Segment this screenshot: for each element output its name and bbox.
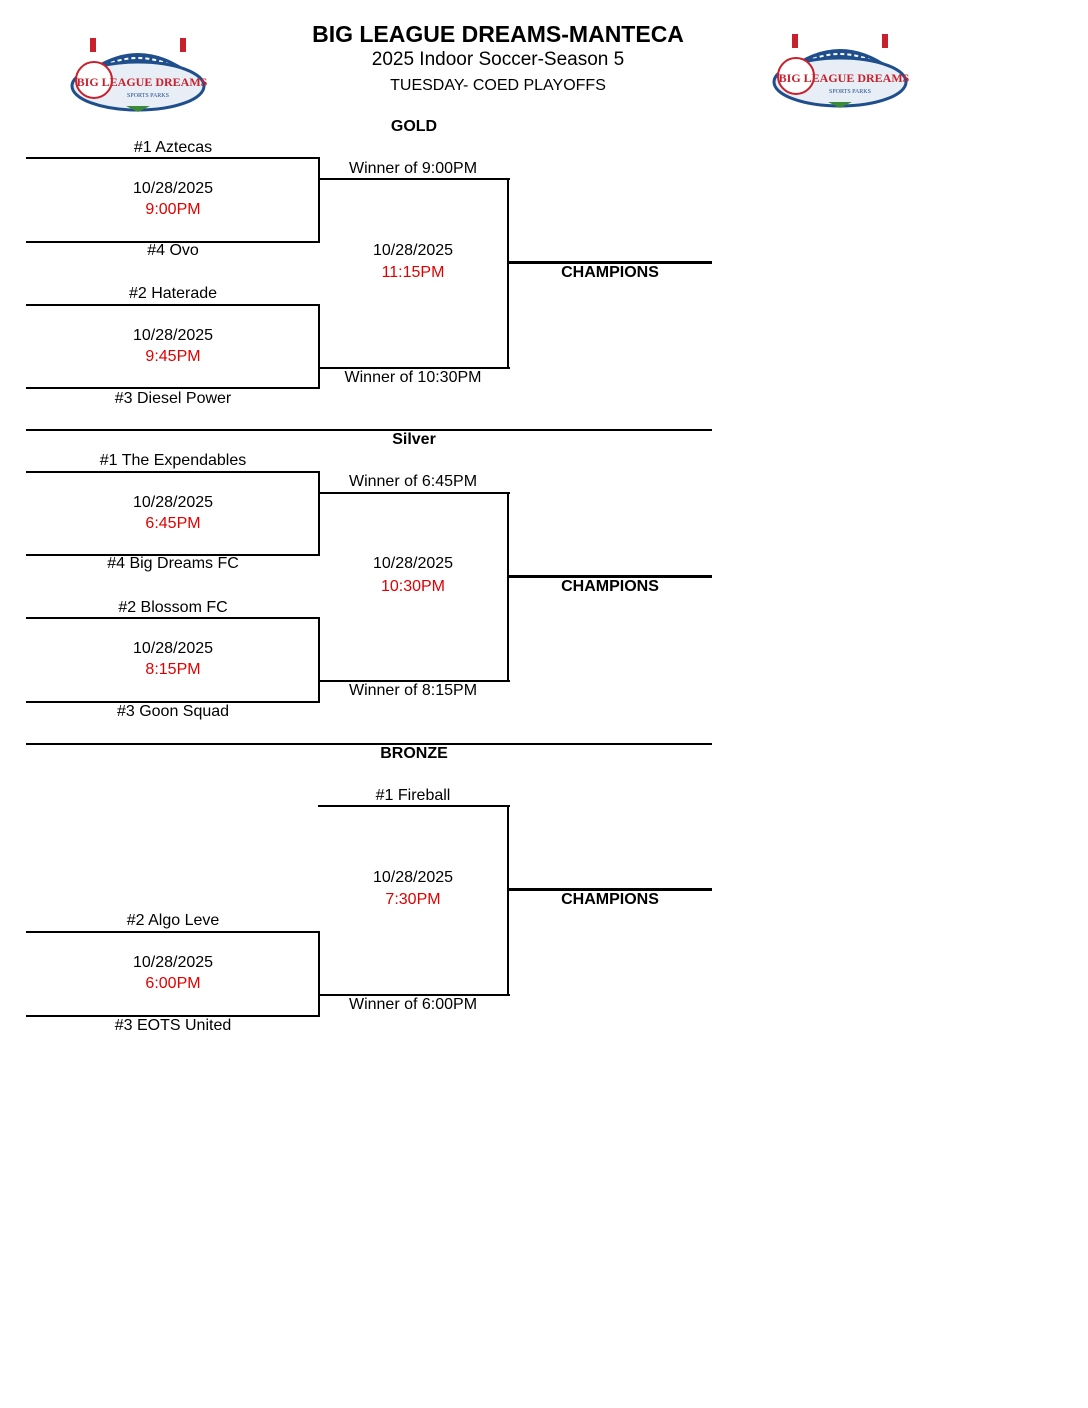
team-slot: #4 Big Dreams FC bbox=[107, 555, 239, 572]
champion-line bbox=[508, 261, 712, 264]
game-date: 10/28/2025 bbox=[132, 640, 214, 657]
team-slot: #3 Goon Squad bbox=[116, 703, 230, 720]
game-time: 10:30PM bbox=[380, 578, 446, 595]
final-slot-top: Winner of 6:45PM bbox=[348, 473, 478, 490]
bracket-line bbox=[26, 701, 320, 703]
game-date: 10/28/2025 bbox=[132, 327, 214, 344]
bracket-line bbox=[318, 367, 510, 369]
bracket-line bbox=[26, 241, 320, 243]
team-slot: #2 Algo Leve bbox=[126, 912, 220, 929]
bracket-line bbox=[26, 387, 320, 389]
champion-line bbox=[508, 575, 712, 578]
team-slot: #1 Aztecas bbox=[133, 139, 213, 156]
bracket-line bbox=[318, 994, 510, 996]
bracket-line bbox=[318, 178, 510, 180]
bracket-line bbox=[318, 680, 510, 682]
game-time: 9:00PM bbox=[145, 201, 201, 218]
champion-line bbox=[508, 888, 712, 891]
bracket-line bbox=[26, 157, 320, 159]
bracket-label-bronze: BRONZE bbox=[380, 745, 448, 762]
bracket-connector bbox=[318, 157, 320, 243]
big-league-dreams-logo-left: BIG LEAGUE DREAMS SPORTS PARKS bbox=[68, 34, 208, 114]
page-subtitle: 2025 Indoor Soccer-Season 5 bbox=[371, 49, 625, 70]
team-slot: #2 Blossom FC bbox=[118, 599, 228, 616]
team-slot: #3 EOTS United bbox=[114, 1017, 232, 1034]
section-divider bbox=[26, 429, 712, 431]
final-slot-top: #1 Fireball bbox=[375, 787, 451, 804]
game-time: 7:30PM bbox=[385, 891, 441, 908]
game-date: 10/28/2025 bbox=[132, 494, 214, 511]
bracket-line bbox=[26, 617, 320, 619]
bracket-connector bbox=[318, 617, 320, 703]
final-slot-bottom: Winner of 10:30PM bbox=[344, 369, 482, 386]
svg-text:SPORTS PARKS: SPORTS PARKS bbox=[829, 89, 871, 95]
team-slot: #3 Diesel Power bbox=[114, 390, 232, 407]
section-divider bbox=[26, 743, 712, 745]
champions-label: CHAMPIONS bbox=[561, 578, 659, 595]
team-slot: #2 Haterade bbox=[128, 285, 218, 302]
bracket-line bbox=[318, 805, 510, 807]
game-time: 11:15PM bbox=[381, 264, 445, 281]
game-time: 8:15PM bbox=[145, 661, 201, 678]
bracket-connector bbox=[318, 931, 320, 1017]
game-date: 10/28/2025 bbox=[372, 242, 454, 259]
game-time: 6:45PM bbox=[145, 515, 201, 532]
game-time: 9:45PM bbox=[145, 348, 201, 365]
svg-text:SPORTS PARKS: SPORTS PARKS bbox=[127, 93, 169, 99]
final-slot-bottom: Winner of 6:00PM bbox=[348, 996, 478, 1013]
big-league-dreams-logo-right: BIG LEAGUE DREAMS SPORTS PARKS bbox=[770, 30, 910, 110]
game-time: 6:00PM bbox=[145, 975, 201, 992]
bracket-connector bbox=[318, 471, 320, 556]
bracket-label-silver: Silver bbox=[392, 431, 436, 448]
svg-text:BIG LEAGUE DREAMS: BIG LEAGUE DREAMS bbox=[779, 71, 910, 85]
bracket-connector bbox=[507, 492, 509, 682]
final-slot-top: Winner of 9:00PM bbox=[348, 160, 478, 177]
champions-label: CHAMPIONS bbox=[561, 891, 659, 908]
game-date: 10/28/2025 bbox=[132, 954, 214, 971]
team-slot: #1 The Expendables bbox=[99, 452, 247, 469]
page-subheading: TUESDAY- COED PLAYOFFS bbox=[390, 77, 606, 94]
bracket-connector bbox=[318, 304, 320, 389]
bracket-connector bbox=[507, 178, 509, 369]
team-slot: #4 Ovo bbox=[147, 242, 199, 259]
svg-text:BIG LEAGUE DREAMS: BIG LEAGUE DREAMS bbox=[77, 75, 208, 89]
bracket-line bbox=[318, 492, 510, 494]
bracket-connector bbox=[507, 805, 509, 996]
game-date: 10/28/2025 bbox=[372, 869, 454, 886]
page-title: BIG LEAGUE DREAMS-MANTECA bbox=[312, 21, 684, 47]
champions-label: CHAMPIONS bbox=[561, 264, 659, 281]
final-slot-bottom: Winner of 8:15PM bbox=[348, 682, 478, 699]
bracket-line bbox=[26, 304, 320, 306]
bracket-line bbox=[26, 931, 320, 933]
bracket-line bbox=[26, 471, 320, 473]
bracket-line bbox=[26, 554, 320, 556]
bracket-label-gold: GOLD bbox=[390, 118, 438, 135]
game-date: 10/28/2025 bbox=[132, 180, 214, 197]
bracket-line bbox=[26, 1015, 320, 1017]
game-date: 10/28/2025 bbox=[372, 555, 454, 572]
